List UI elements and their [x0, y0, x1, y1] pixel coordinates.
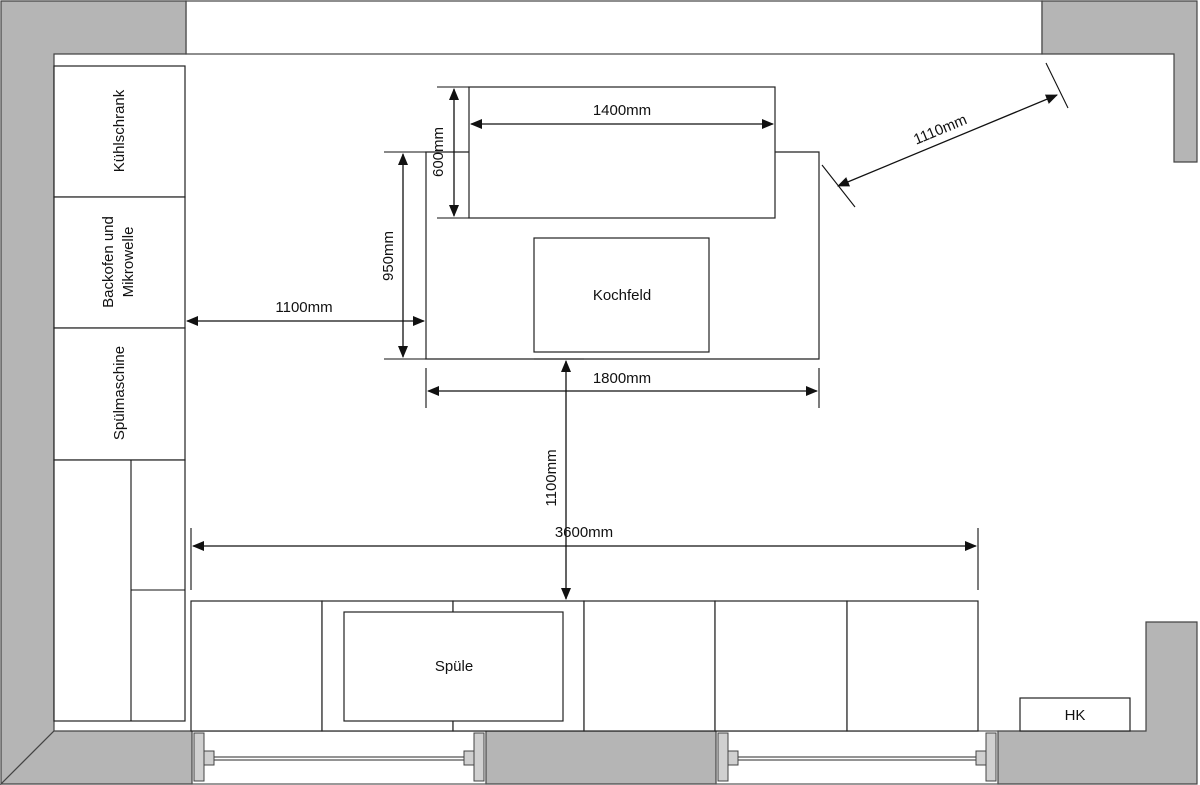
dim-aisle-left-label: 1100mm [275, 299, 332, 316]
oven-cabinet [53, 196, 186, 329]
sink [343, 611, 564, 722]
fridge-cabinet [53, 65, 186, 198]
dim-aisle-front-label: 1100mm [543, 449, 560, 506]
counter-unit-5 [714, 600, 848, 732]
sink-counter: Spüle [190, 600, 979, 732]
fridge-label: Kühlschrank [111, 89, 128, 172]
hob [533, 237, 710, 353]
wall-top-right [1041, 0, 1198, 163]
radiator-box [1019, 697, 1131, 732]
kitchen-island: Kochfeld [425, 86, 820, 360]
hob-label: Kochfeld [593, 287, 651, 304]
wall-pier [485, 730, 717, 785]
dim-island-top-width-label: 1400mm [593, 102, 651, 119]
dim-counter-length-label: 3600mm [555, 524, 613, 541]
counter-unit-1 [190, 600, 323, 732]
dishwasher-cabinet [53, 327, 186, 461]
sink-label: Spüle [435, 658, 473, 675]
radiator-label: HK [1065, 707, 1086, 724]
left-cabinet-run: Kühlschrank Backofen und Mikrowelle Spül… [53, 65, 186, 722]
dim-island-depth-label: 950mm [380, 231, 397, 281]
island-upper-counter [468, 86, 776, 219]
counter-unit-6 [846, 600, 979, 732]
dimension-lines: 1400mm 600mm 950mm 1100mm 1800mm 1100mm … [186, 62, 1069, 600]
oven-label-line2: Mikrowelle [120, 227, 137, 298]
radiator: HK [1019, 697, 1131, 732]
dishwasher-label: Spülmaschine [111, 346, 128, 440]
dim-diagonal-line [837, 94, 1058, 187]
dim-island-width-label: 1800mm [593, 370, 651, 387]
dim-island-top-depth-label: 600mm [430, 127, 447, 177]
top-wall-opening [185, 0, 1043, 55]
counter-unit-4 [583, 600, 716, 732]
oven-label-line1: Backofen und [100, 216, 117, 308]
